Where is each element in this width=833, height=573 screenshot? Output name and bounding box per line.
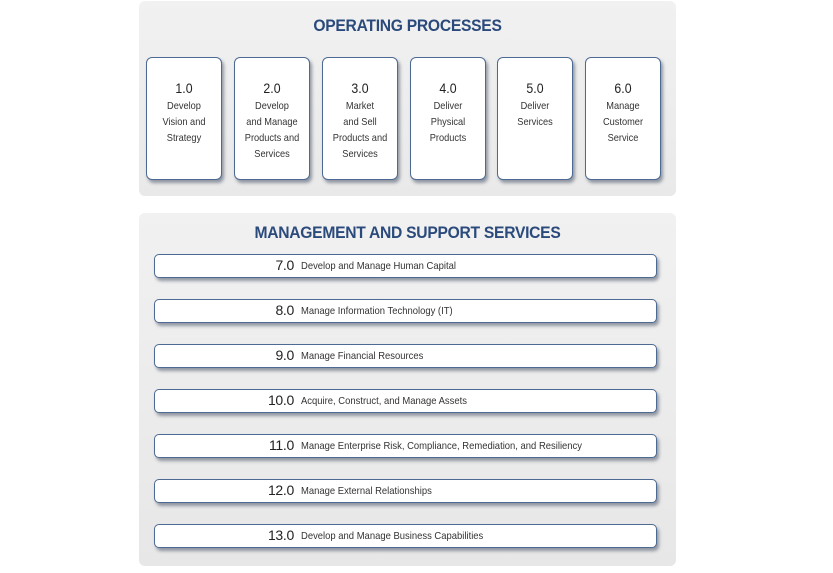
service-bar: 10.0 Acquire, Construct, and Manage Asse… (154, 389, 657, 413)
service-number: 8.0 (275, 302, 294, 318)
service-bar: 11.0 Manage Enterprise Risk, Compliance,… (154, 434, 657, 458)
service-number: 12.0 (267, 482, 294, 498)
process-number: 3.0 (351, 80, 369, 96)
process-number: 2.0 (263, 80, 281, 96)
service-label: Acquire, Construct, and Manage Assets (301, 395, 467, 407)
service-number: 9.0 (275, 347, 294, 363)
process-number: 4.0 (439, 80, 457, 96)
service-label: Develop and Manage Business Capabilities (301, 530, 484, 542)
process-box: 4.0 Deliver Physical Products (410, 57, 486, 180)
service-label: Manage External Relationships (301, 485, 432, 497)
service-label: Manage Financial Resources (301, 350, 424, 362)
service-bar: 12.0 Manage External Relationships (154, 479, 657, 503)
process-label: Develop and Manage Products and Services (244, 100, 300, 160)
process-number: 6.0 (614, 80, 632, 96)
process-label: Deliver Physical Products (429, 100, 467, 144)
process-row: 1.0 Develop Vision and Strategy 2.0 Deve… (146, 57, 666, 184)
service-number: 13.0 (267, 527, 294, 543)
process-box: 2.0 Develop and Manage Products and Serv… (234, 57, 310, 180)
process-label: Market and Sell Products and Services (332, 100, 388, 160)
service-label: Manage Information Technology (IT) (301, 305, 453, 317)
operating-processes-title: OPERATING PROCESSES (313, 16, 502, 35)
process-box: 3.0 Market and Sell Products and Service… (322, 57, 398, 180)
process-box: 6.0 Manage Customer Service (585, 57, 661, 180)
process-number: 5.0 (526, 80, 544, 96)
service-bar: 7.0 Develop and Manage Human Capital (154, 254, 657, 278)
service-number: 7.0 (275, 257, 294, 273)
service-number: 10.0 (267, 392, 294, 408)
service-bar: 9.0 Manage Financial Resources (154, 344, 657, 368)
process-number: 1.0 (175, 80, 193, 96)
management-services-title: MANAGEMENT AND SUPPORT SERVICES (254, 223, 561, 242)
process-label: Manage Customer Service (602, 100, 644, 144)
service-label: Manage Enterprise Risk, Compliance, Reme… (301, 440, 583, 452)
process-label: Deliver Services (517, 100, 553, 128)
service-label: Develop and Manage Human Capital (301, 260, 456, 272)
management-services-panel: MANAGEMENT AND SUPPORT SERVICES 7.0 Deve… (139, 213, 676, 566)
service-bar: 13.0 Develop and Manage Business Capabil… (154, 524, 657, 548)
process-box: 5.0 Deliver Services (497, 57, 573, 180)
operating-processes-panel: OPERATING PROCESSES 1.0 Develop Vision a… (139, 1, 676, 196)
process-box: 1.0 Develop Vision and Strategy (146, 57, 222, 180)
process-label: Develop Vision and Strategy (162, 100, 206, 144)
service-bar: 8.0 Manage Information Technology (IT) (154, 299, 657, 323)
service-number: 11.0 (268, 437, 294, 453)
